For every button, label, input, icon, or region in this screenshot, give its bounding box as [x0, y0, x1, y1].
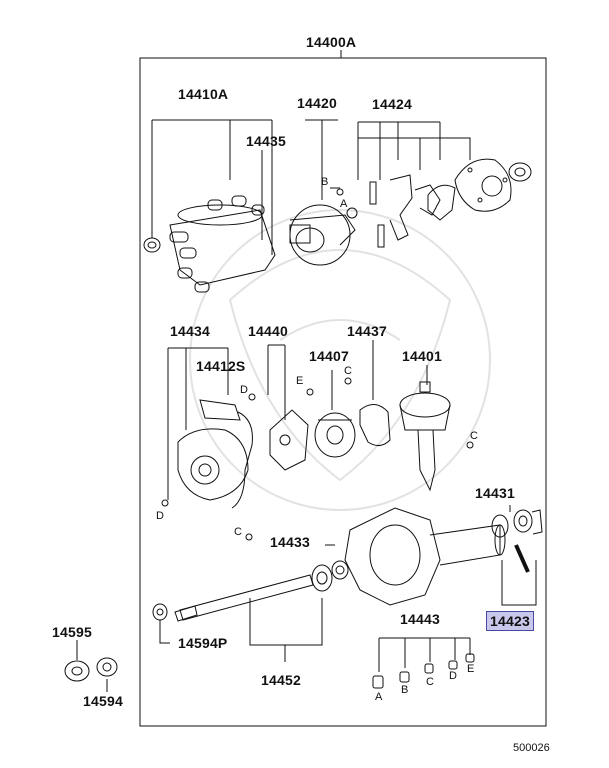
label-14595: 14595	[52, 624, 92, 640]
label-14407: 14407	[309, 348, 349, 364]
label-14443: 14443	[400, 611, 440, 627]
letter-c-bottom: C	[426, 676, 434, 688]
screw-d	[448, 660, 458, 670]
letter-e-bottom: E	[467, 663, 475, 675]
letter-e-mid: E	[296, 375, 304, 387]
letter-d-low: D	[156, 510, 164, 522]
letter-b-top: B	[321, 176, 329, 188]
letter-d-bottom: D	[449, 670, 457, 682]
cap-seal-part	[143, 237, 161, 253]
shaft-part	[174, 564, 333, 622]
watermark-emblem	[189, 209, 491, 511]
label-14452: 14452	[261, 672, 301, 688]
label-14401: 14401	[402, 348, 442, 364]
screw-b	[399, 671, 410, 683]
washer-14594-part	[96, 657, 118, 677]
label-14437: 14437	[347, 323, 387, 339]
driven-gear-part	[491, 509, 543, 573]
gasket-part	[359, 404, 391, 446]
label-14440: 14440	[248, 323, 288, 339]
vacuum-advancer-part	[399, 381, 451, 492]
signal-rotor-part	[314, 412, 356, 458]
felt-washer-part	[508, 162, 532, 182]
letter-a-bottom: A	[375, 691, 383, 703]
label-14420: 14420	[297, 95, 337, 111]
label-14423-highlighted[interactable]: 14423	[486, 611, 534, 631]
points-parts	[369, 174, 456, 248]
housing-part	[344, 507, 506, 606]
screw-e	[465, 653, 475, 663]
label-14410A: 14410A	[178, 86, 229, 102]
letter-c-right: C	[470, 430, 478, 442]
label-assembly: 14400A	[306, 34, 357, 50]
breaker-plate-part	[454, 158, 512, 212]
label-14435: 14435	[246, 133, 286, 149]
label-14594: 14594	[83, 693, 123, 709]
rotor-part	[289, 204, 356, 266]
label-14594P: 14594P	[178, 635, 228, 651]
nut-14595-part	[64, 660, 90, 682]
distributor-cap-part	[169, 195, 276, 293]
footer-code: 500026	[513, 742, 550, 754]
label-14424: 14424	[372, 96, 412, 112]
assembly-frame	[139, 57, 547, 727]
letter-a-top: A	[340, 198, 348, 210]
washer-14594P-part	[152, 603, 168, 621]
letter-c-low: C	[234, 526, 242, 538]
screw-c	[424, 663, 434, 674]
washer-14433-part	[331, 560, 349, 580]
label-14433: 14433	[270, 534, 310, 550]
label-14431: 14431	[475, 485, 515, 501]
pickup-coil-part	[177, 399, 253, 509]
letter-c-mid: C	[344, 365, 352, 377]
label-14412S: 14412S	[196, 358, 246, 374]
governor-part	[269, 409, 309, 471]
label-14434: 14434	[170, 323, 210, 339]
screw-a	[372, 675, 384, 689]
letter-d-mid: D	[240, 384, 248, 396]
letter-b-bottom: B	[401, 684, 409, 696]
